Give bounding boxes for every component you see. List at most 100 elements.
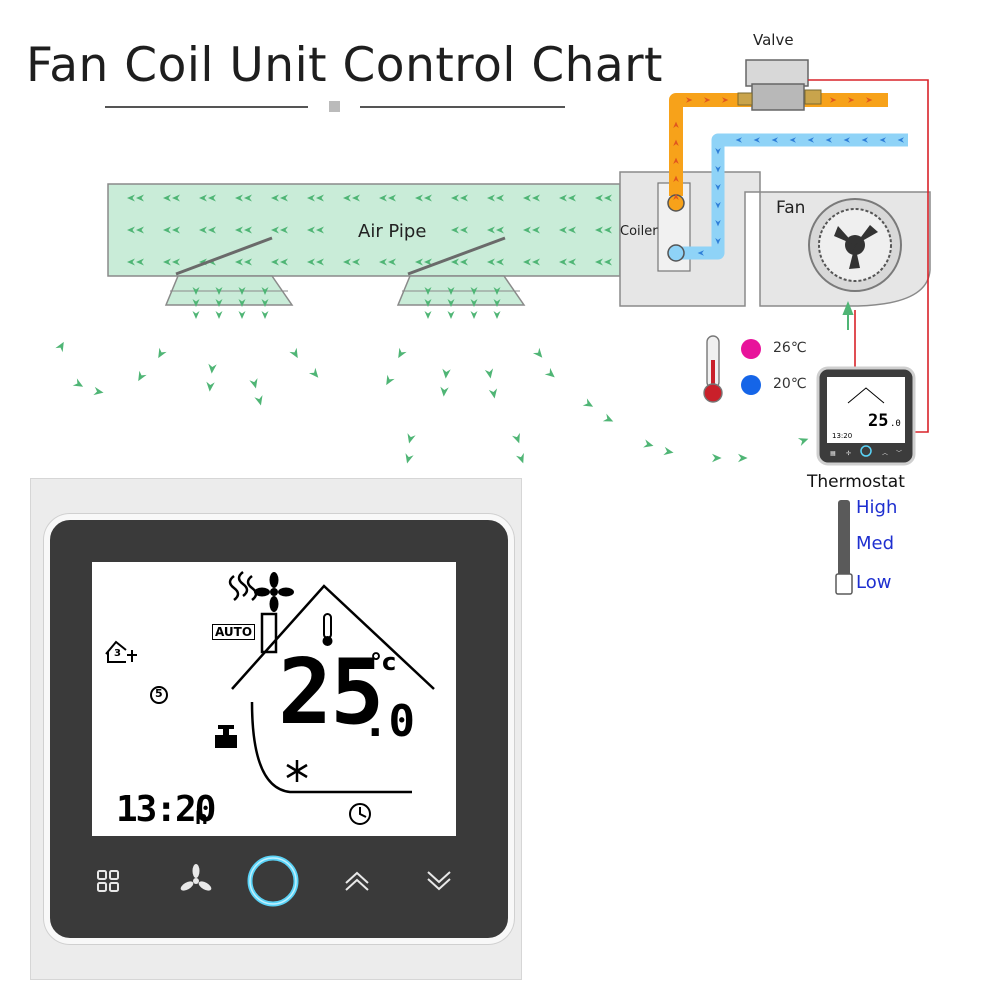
room-arrow — [206, 381, 215, 392]
diffuser-arrow — [261, 299, 269, 307]
duct-arrow — [172, 226, 180, 234]
hot-pipe-arrow — [830, 97, 837, 103]
duct-arrow — [136, 258, 144, 266]
hot-pipe-arrow — [848, 97, 855, 103]
thermostat-lcd-screen: AUTO 3 5 25 .0 °c 13:20 h — [92, 562, 456, 836]
duct-arrow — [424, 258, 432, 266]
down-icon[interactable] — [427, 871, 451, 891]
fan-speed-icon[interactable] — [179, 864, 213, 893]
duct-arrow — [172, 258, 180, 266]
diffuser-arrow — [215, 299, 223, 307]
clock-icon — [349, 803, 371, 825]
cold-pipe-arrow — [879, 137, 886, 143]
duct-arrow — [496, 194, 504, 202]
diffuser-arrow — [215, 311, 223, 319]
room-arrow — [254, 395, 263, 406]
duct-arrow — [235, 258, 243, 266]
diffuser-arrow — [192, 299, 200, 307]
air-pipe-label: Air Pipe — [358, 221, 427, 242]
diffuser-arrow — [447, 287, 455, 295]
room-arrow — [797, 438, 809, 446]
duct-arrow — [568, 258, 576, 266]
duct-arrow — [307, 226, 315, 234]
diffuser-arrow — [470, 299, 478, 307]
valve-icon — [737, 59, 822, 111]
cold-pipe-arrow — [697, 250, 704, 256]
room-arrow — [712, 453, 722, 463]
duct-arrow — [271, 226, 279, 234]
room-arrow — [544, 367, 555, 378]
duct-arrow — [244, 258, 252, 266]
room-arrow — [512, 432, 520, 444]
duct-arrow — [379, 194, 387, 202]
svg-text:✢: ✢ — [846, 450, 851, 457]
duct-arrow — [280, 194, 288, 202]
duct-arrow — [136, 194, 144, 202]
power-icon[interactable] — [247, 855, 299, 907]
duct-arrow — [271, 194, 279, 202]
duct-arrow — [280, 226, 288, 234]
thermometer-icon — [703, 335, 723, 403]
duct-arrow — [532, 258, 540, 266]
diffuser-arrow — [447, 311, 455, 319]
duct-arrow — [316, 258, 324, 266]
duct-arrow — [271, 258, 279, 266]
diffuser-arrow — [424, 287, 432, 295]
cold-temp-label: 20℃ — [773, 376, 807, 392]
duct-arrow — [235, 194, 243, 202]
duct-arrow — [163, 258, 171, 266]
svg-text:︿: ︿ — [882, 451, 888, 457]
svg-text:13:20: 13:20 — [832, 432, 852, 440]
duct-arrow — [496, 226, 504, 234]
auto-mode-badge: AUTO — [212, 624, 256, 640]
duct-arrow — [487, 258, 495, 266]
duct-arrow — [451, 226, 459, 234]
title-divider — [105, 101, 565, 112]
thermostat-label: Thermostat — [807, 472, 905, 492]
diffuser-arrow — [447, 299, 455, 307]
duct-arrow — [127, 194, 135, 202]
duct-arrow — [451, 258, 459, 266]
house-roof-outline — [231, 584, 435, 690]
coiler-label: Coiler — [620, 224, 658, 239]
room-arrow — [582, 398, 594, 407]
menu-icon[interactable] — [97, 870, 119, 892]
room-arrow — [440, 386, 449, 397]
hot-temp-dot — [741, 339, 761, 359]
temperature-unit: °c — [370, 648, 397, 676]
duct-arrow — [460, 226, 468, 234]
diffuser-arrow — [261, 287, 269, 295]
hot-pipe-arrow — [673, 121, 679, 128]
duct-arrow — [388, 194, 396, 202]
room-arrow — [663, 446, 674, 456]
cooling-snowflake-icon — [286, 760, 308, 782]
duct-arrow — [487, 226, 495, 234]
room-arrow — [158, 347, 167, 359]
room-airflow-arrows — [55, 341, 809, 464]
room-arrow — [484, 368, 494, 379]
duct-arrow — [208, 194, 216, 202]
up-icon[interactable] — [345, 871, 369, 891]
svg-text:▦: ▦ — [830, 451, 836, 457]
temperature-main-readout: 25 — [278, 640, 384, 745]
duct-arrow — [460, 194, 468, 202]
diffuser-arrow — [192, 311, 200, 319]
room-arrow — [405, 453, 414, 464]
hot-pipe-arrow — [722, 97, 729, 103]
duct-arrow — [568, 226, 576, 234]
duct-arrow — [604, 226, 612, 234]
diffuser-arrow — [424, 299, 432, 307]
hot-pipe-arrow — [866, 97, 873, 103]
cold-pipe-arrow — [771, 137, 778, 143]
fan-housing — [759, 191, 931, 307]
svg-text:﹀: ﹀ — [896, 450, 902, 457]
duct-arrow — [523, 194, 531, 202]
cold-pipe-arrow — [735, 137, 742, 143]
coiler-housing — [619, 171, 761, 307]
room-arrow — [208, 363, 217, 374]
duct-arrow — [343, 258, 351, 266]
program-number-icon — [150, 686, 168, 704]
valve-status-icon — [215, 725, 237, 748]
diffuser-arrow — [493, 287, 501, 295]
room-arrow — [398, 347, 407, 359]
